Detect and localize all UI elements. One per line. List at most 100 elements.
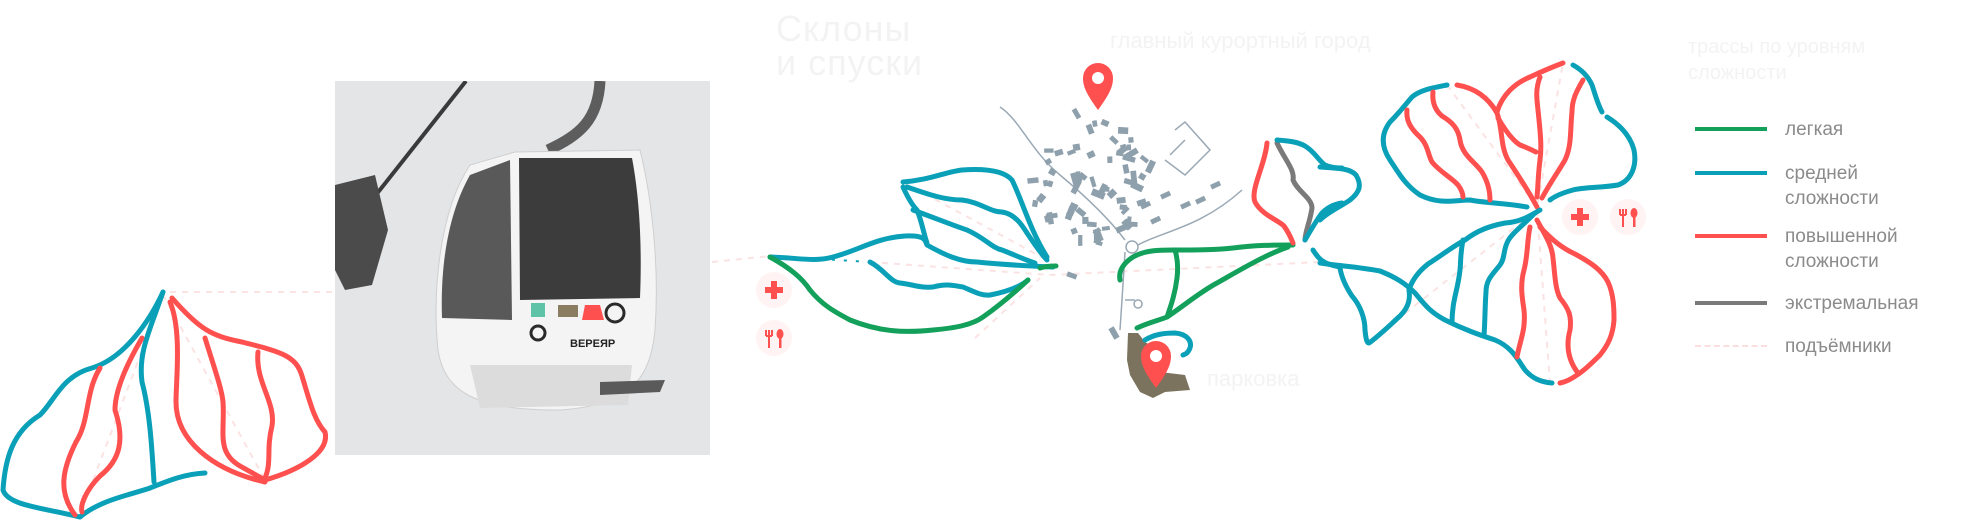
building — [1122, 154, 1136, 163]
gondola-photo: ВЕРЕЯР — [335, 81, 710, 455]
medium-trail — [900, 167, 1050, 260]
gondola-floor — [470, 365, 632, 408]
cable-clamp — [335, 175, 388, 290]
legend-title-line1: трассы по уровням — [1688, 36, 1866, 58]
legend-swatch-easy — [1695, 127, 1767, 131]
building — [1139, 200, 1152, 210]
middle-slopes — [756, 167, 1059, 356]
parking-pin-icon — [1141, 341, 1171, 388]
building — [1117, 126, 1129, 135]
roundabout — [1125, 240, 1139, 254]
hard-trail — [1251, 140, 1296, 246]
town-pin-icon — [1083, 63, 1113, 110]
logo-mark-5 — [529, 324, 547, 342]
logo-mark-3 — [582, 305, 604, 320]
building — [1139, 154, 1150, 164]
section-title-line1: Склоны — [776, 8, 912, 49]
hard-trail — [167, 299, 268, 485]
building — [1106, 188, 1118, 200]
hanger-arm — [545, 81, 606, 155]
hard-trail — [1494, 60, 1566, 115]
building — [1130, 181, 1145, 193]
easy-trail — [1117, 242, 1296, 283]
hard-trail — [1514, 224, 1533, 360]
building — [1070, 179, 1082, 195]
restaurant-icon — [1610, 199, 1646, 235]
legend-title-line2: сложности — [1688, 62, 1787, 84]
hard-trail — [1404, 107, 1466, 200]
first-aid-icon — [756, 272, 792, 308]
building — [1082, 216, 1089, 225]
legend-swatch-extreme — [1695, 301, 1767, 305]
building — [1086, 150, 1096, 160]
building — [1126, 144, 1132, 151]
building — [1078, 234, 1083, 246]
building — [1101, 225, 1111, 231]
parking-label: парковка — [1207, 366, 1300, 391]
lift-line — [974, 277, 1041, 339]
building — [1027, 177, 1039, 184]
building — [1195, 195, 1207, 205]
building — [1115, 150, 1124, 157]
building — [1179, 200, 1192, 210]
medium-trail — [1337, 207, 1543, 346]
building — [1116, 196, 1126, 204]
building — [1128, 136, 1134, 143]
legend-item-lifts: подъёмники — [1688, 334, 1892, 359]
medium-trail — [1317, 164, 1362, 223]
building — [1092, 120, 1098, 127]
hard-trail — [255, 349, 275, 481]
building — [1085, 123, 1095, 135]
building — [1043, 215, 1051, 223]
hard-trail — [79, 335, 145, 515]
road — [1137, 189, 1243, 246]
medium-trail — [1380, 82, 1530, 210]
front-window — [519, 158, 641, 300]
building — [1046, 180, 1054, 188]
building — [1064, 205, 1076, 221]
building — [1066, 148, 1077, 156]
road — [1125, 299, 1143, 309]
building — [1137, 172, 1147, 181]
lifts — [79, 62, 1564, 516]
road — [999, 106, 1126, 241]
building — [1075, 171, 1081, 181]
easy-trail — [1164, 247, 1181, 320]
legend-label: легкая — [1785, 119, 1844, 140]
building — [1044, 148, 1054, 153]
medium-trail — [0, 289, 166, 520]
building — [1047, 167, 1057, 177]
medium-trail — [138, 289, 166, 485]
medium-trail — [867, 259, 1031, 298]
building — [1044, 157, 1053, 166]
building — [1070, 227, 1078, 235]
building — [1086, 221, 1097, 228]
building — [1075, 206, 1087, 218]
medium-trail — [1449, 237, 1466, 326]
building — [1150, 215, 1162, 225]
roads — [999, 106, 1243, 331]
building — [1130, 170, 1138, 184]
building — [1089, 176, 1097, 188]
building — [1092, 227, 1104, 243]
building — [1031, 199, 1039, 208]
hard-trail — [1534, 74, 1544, 200]
hard-trail — [1454, 82, 1540, 210]
building — [1107, 156, 1113, 163]
legend-label: экстремальная — [1785, 293, 1919, 314]
hard-trail — [1495, 115, 1539, 155]
building — [1109, 135, 1119, 145]
building — [1121, 218, 1134, 231]
medium-trail — [77, 470, 208, 520]
building — [1108, 326, 1120, 340]
hard-trail — [61, 365, 103, 518]
hard-trail — [202, 335, 268, 483]
hard-trail — [1539, 77, 1586, 201]
building — [1066, 271, 1078, 280]
step — [600, 380, 665, 395]
building — [1090, 188, 1106, 200]
legend-item-easy: легкая — [1688, 117, 1843, 142]
building — [1160, 190, 1172, 200]
